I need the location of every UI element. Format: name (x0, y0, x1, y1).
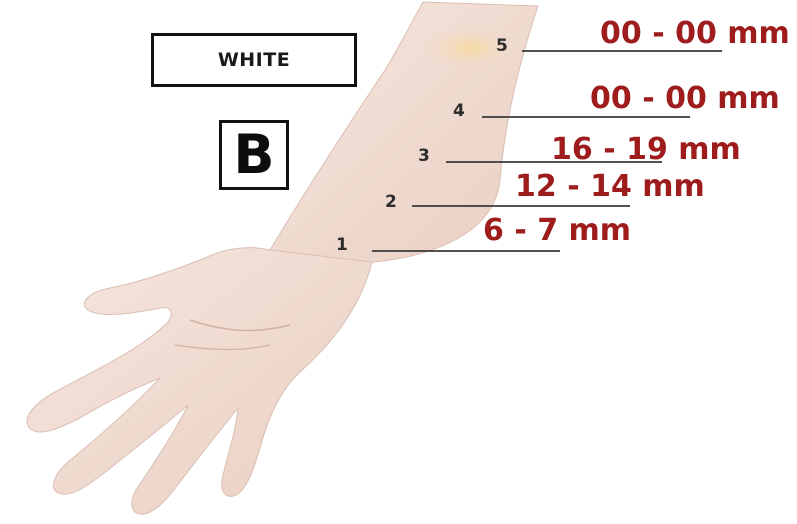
site-number-5: 5 (496, 38, 508, 55)
skin-type-label: WHITE (151, 33, 357, 87)
measurement-site-3: 16 - 19 mm (551, 135, 741, 165)
site-number-2: 2 (385, 194, 397, 211)
site-number-4: 4 (453, 103, 465, 120)
site-number-1: 1 (336, 237, 348, 254)
hand-shape (27, 248, 372, 515)
measurement-site-5: 00 - 00 mm (600, 19, 790, 49)
measurement-site-1: 6 - 7 mm (483, 216, 631, 246)
site-number-3: 3 (418, 148, 430, 165)
measurement-site-2: 12 - 14 mm (515, 172, 705, 202)
measurement-site-4: 00 - 00 mm (590, 84, 780, 114)
panel-letter: B (219, 120, 289, 190)
